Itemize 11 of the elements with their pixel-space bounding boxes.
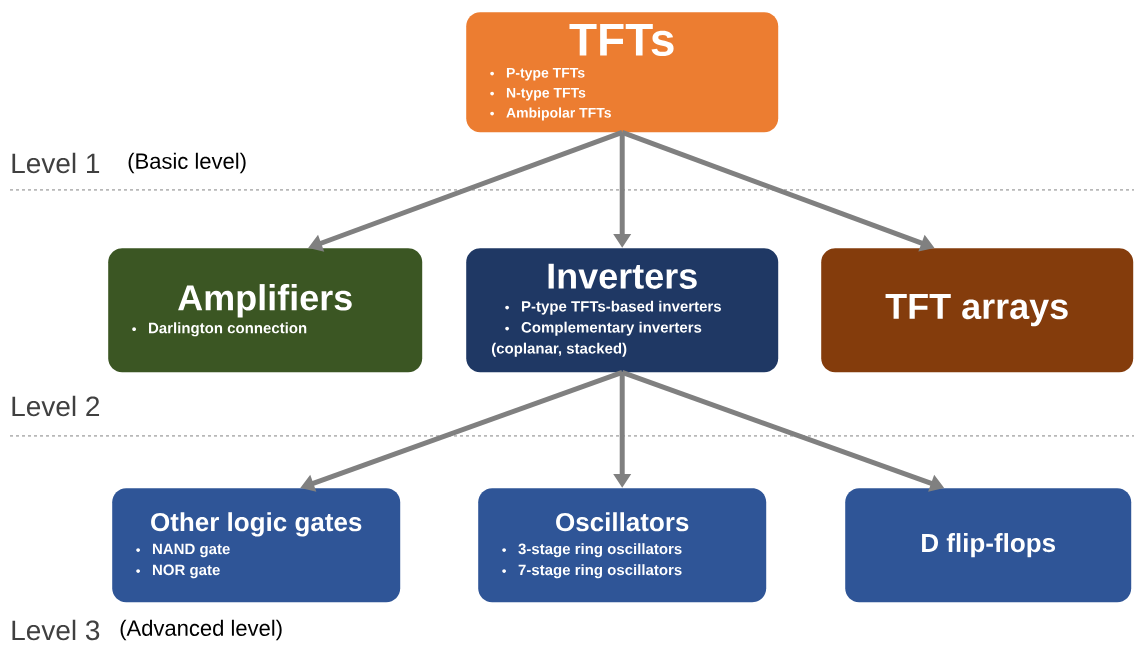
box: Other logic gates NAND gate NOR gate: [112, 488, 401, 603]
box: Amplifiers Darlington connection: [108, 248, 423, 373]
box: Oscillators 3-stage ring oscillators 7-stage ring oscillators: [478, 488, 767, 603]
level-label: Level 1: [12, 152, 100, 174]
level-label: (Basic level): [128, 152, 246, 174]
box: TFTs P-type TFTs N-type TFTs Ambipolar TFTs: [466, 12, 779, 133]
box: TFT arrays: [821, 248, 1134, 373]
level-label: Level 3: [12, 619, 100, 641]
box: D flip-flops: [845, 488, 1132, 603]
box: Inverters P-type TFTs-based inverters Complementary inverters (coplanar, stacked): [466, 248, 779, 373]
level-label: Level 2: [12, 395, 100, 417]
